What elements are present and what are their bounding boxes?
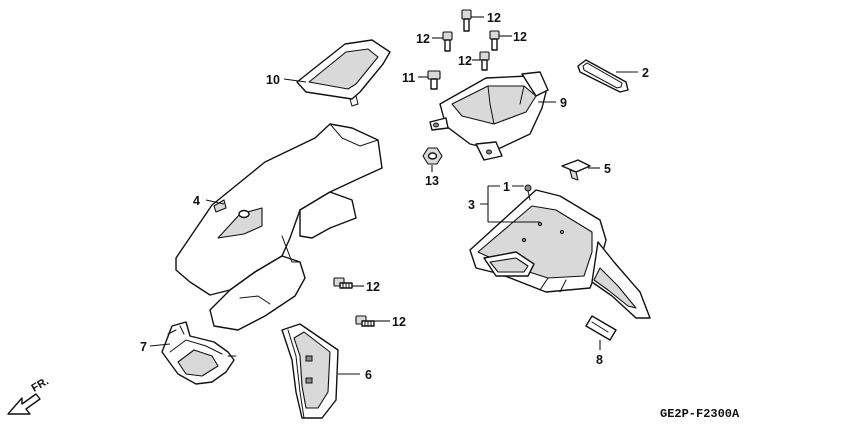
- front-direction-arrow-icon: [7, 393, 41, 415]
- callout-2: 2: [642, 66, 649, 80]
- callout-1: 1: [503, 180, 510, 194]
- callout-12-top-c: 12: [513, 30, 527, 44]
- callout-labels: 10 4 7 6 12 12 12 12 12 12 11 9 2 5 13 1…: [140, 11, 649, 382]
- callout-12-top-b: 12: [416, 32, 430, 46]
- part-10-pad: [296, 39, 391, 107]
- part-2-seal-ring: [577, 59, 629, 93]
- bolt-12-top-a: [461, 9, 472, 32]
- callout-7: 7: [140, 340, 147, 354]
- callout-12-lower-b: 12: [392, 315, 406, 329]
- part-8-plate: [585, 315, 617, 341]
- callout-4: 4: [193, 194, 200, 208]
- leader-lines: [149, 16, 638, 375]
- callout-11: 11: [402, 71, 415, 85]
- direction-label: FR.: [30, 375, 51, 394]
- bolt-12-top-c: [489, 30, 500, 51]
- bolt-12-lower-b: [355, 315, 375, 327]
- nut-13: [422, 147, 443, 165]
- callout-12-lower-a: 12: [366, 280, 380, 294]
- part-6-lower-guard: [281, 323, 339, 419]
- callout-8: 8: [596, 353, 603, 367]
- callout-12-top-d: 12: [458, 54, 472, 68]
- part-4-rear-fender: [175, 123, 383, 331]
- callout-10: 10: [266, 73, 280, 87]
- bolt-11: [427, 70, 441, 90]
- callout-9: 9: [560, 96, 567, 110]
- part-3-bracket-assembly: [469, 184, 651, 319]
- part-9-tray: [429, 71, 549, 161]
- bolt-12-top-d: [479, 51, 490, 71]
- callout-6: 6: [365, 368, 372, 382]
- part-7-splash-guard: [161, 321, 237, 385]
- bolt-12-top-b: [442, 31, 453, 52]
- callout-12-top-a: 12: [487, 11, 501, 25]
- callout-3: 3: [468, 198, 475, 212]
- callout-5: 5: [604, 162, 611, 176]
- part-5-clip: [561, 159, 591, 181]
- bolt-12-lower-a: [333, 277, 353, 289]
- diagram-code: GE2P-F2300A: [660, 407, 740, 421]
- callout-13: 13: [425, 174, 439, 188]
